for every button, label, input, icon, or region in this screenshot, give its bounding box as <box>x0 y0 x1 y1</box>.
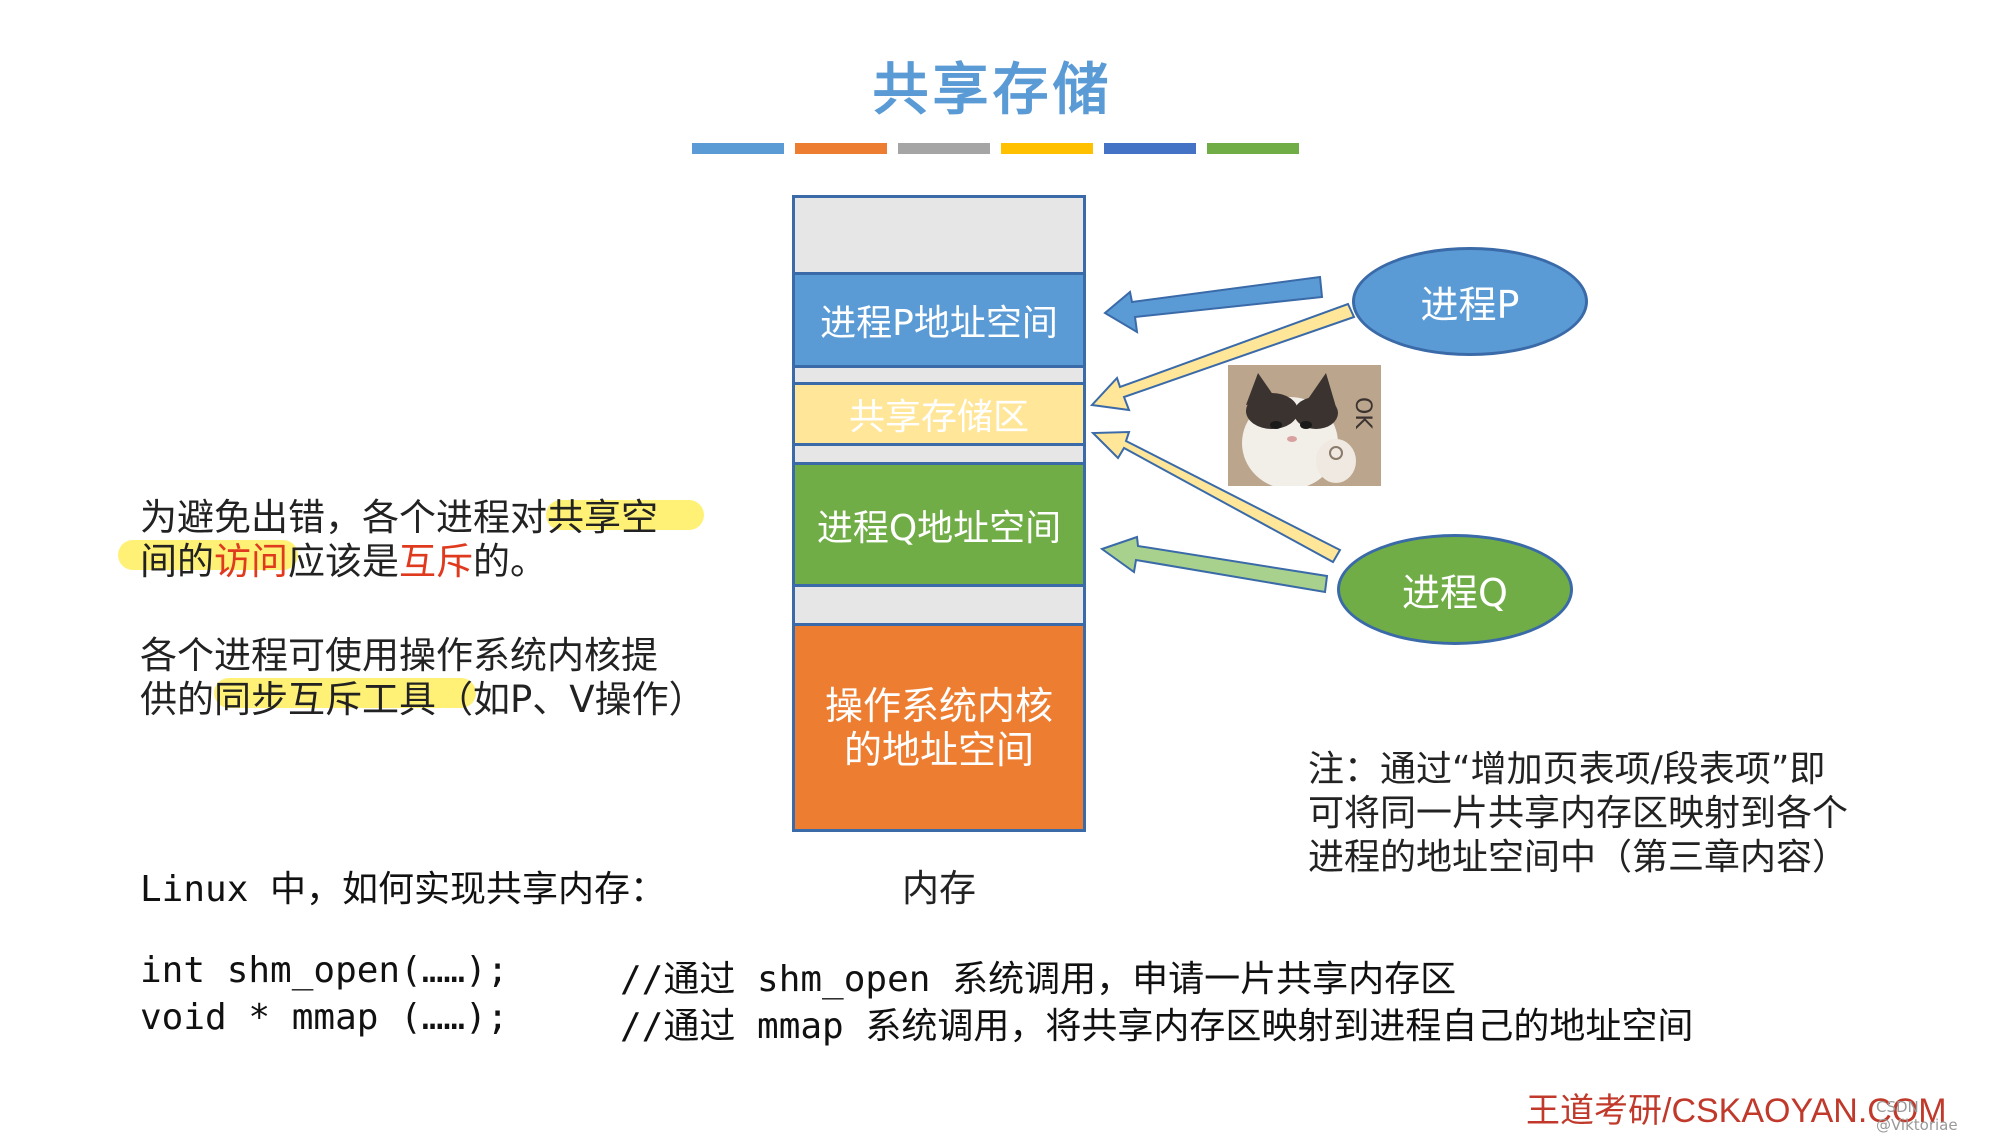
text-segment: 应该是 <box>288 540 399 583</box>
memory-caption: 内存 <box>902 867 976 910</box>
text-emphasis-access: 访问 <box>214 540 288 583</box>
note-text: 注：通过“增加页表项/段表项”即 可将同一片共享内存区映射到各个 进程的地址空间… <box>1308 748 1848 880</box>
text-segment: （如P、V操作） <box>436 678 706 721</box>
cat-ok-meme-icon: OK <box>1228 365 1381 486</box>
note-line: 可将同一片共享内存区映射到各个 <box>1308 793 1849 834</box>
arrow-p-to-shared <box>1089 302 1356 412</box>
arrow-p-to-p-space <box>1103 275 1324 334</box>
text-segment: 共享空 <box>547 496 658 539</box>
memory-block-kernel: 操作系统内核 的地址空间 <box>792 623 1086 832</box>
highlight-sync-tools <box>214 678 476 708</box>
paragraph-line: 各个进程可使用操作系统内核提 <box>140 634 658 677</box>
title-bar-segment <box>1207 143 1299 154</box>
process-q-node: 进程Q <box>1337 534 1573 645</box>
comment-mmap: //通过 mmap 系统调用，将共享内存区映射到进程自己的地址空间 <box>620 1006 1694 1047</box>
title-bar-segment <box>692 143 784 154</box>
title-bar-segment <box>898 143 990 154</box>
memory-block-label: 操作系统内核 的地址空间 <box>824 683 1053 772</box>
text-emphasis-mutex: 互斥 <box>399 540 473 583</box>
process-q-label: 进程Q <box>1402 571 1508 615</box>
arrow-q-to-q-space <box>1099 535 1329 594</box>
highlight-shared-space-a <box>546 500 704 530</box>
text-segment: 的。 <box>473 540 547 583</box>
process-p-node: 进程P <box>1352 247 1588 356</box>
page-title: 共享存储 <box>872 58 1113 123</box>
title-bar-segment <box>1001 143 1093 154</box>
comment-shm-open: //通过 shm_open 系统调用，申请一片共享内存区 <box>620 959 1457 1000</box>
text-segment: 同步互斥工具 <box>214 678 436 721</box>
highlight-shared-space-b <box>118 540 298 570</box>
csdn-watermark: CSDN @Viktoriae <box>1876 1098 1958 1134</box>
note-line: 进程的地址空间中（第三章内容） <box>1308 837 1849 878</box>
cat-ok-text: OK <box>1350 397 1375 429</box>
linux-heading: Linux 中，如何实现共享内存： <box>140 869 667 910</box>
memory-block-label: 进程P地址空间 <box>820 303 1058 344</box>
paragraph-sync-tools: 各个进程可使用操作系统内核提 供的同步互斥工具（如P、V操作） <box>140 634 706 722</box>
memory-block-label: 进程Q地址空间 <box>816 507 1062 549</box>
memory-block-process-p: 进程P地址空间 <box>792 272 1086 368</box>
text-segment: 间的 <box>140 540 214 583</box>
cat-ok-meme-drawing: OK <box>1228 365 1381 486</box>
memory-block-process-q: 进程Q地址空间 <box>792 462 1086 587</box>
title-bar-segment <box>795 143 887 154</box>
memory-block-label: 共享存储区 <box>848 397 1029 438</box>
paragraph-line: 供的同步互斥工具（如P、V操作） <box>140 678 706 722</box>
note-line: 注：通过“增加页表项/段表项”即 <box>1308 749 1826 790</box>
text-segment: 为避免出错，各个进程对 <box>140 496 547 539</box>
paragraph-line: 为避免出错，各个进程对共享空 <box>140 496 658 540</box>
process-p-label: 进程P <box>1420 283 1520 327</box>
paragraph-line: 间的访问应该是互斥的。 <box>140 540 658 584</box>
title-bar-segment <box>1104 143 1196 154</box>
memory-block-shared: 共享存储区 <box>792 382 1086 446</box>
text-segment: 供的 <box>140 678 214 721</box>
arrow-q-to-shared <box>1090 430 1342 564</box>
code-shm-open: int shm_open(……); <box>140 950 509 991</box>
code-mmap: void * mmap (……); <box>140 997 509 1038</box>
paragraph-mutual-exclusion: 为避免出错，各个进程对共享空 间的访问应该是互斥的。 <box>140 496 658 584</box>
